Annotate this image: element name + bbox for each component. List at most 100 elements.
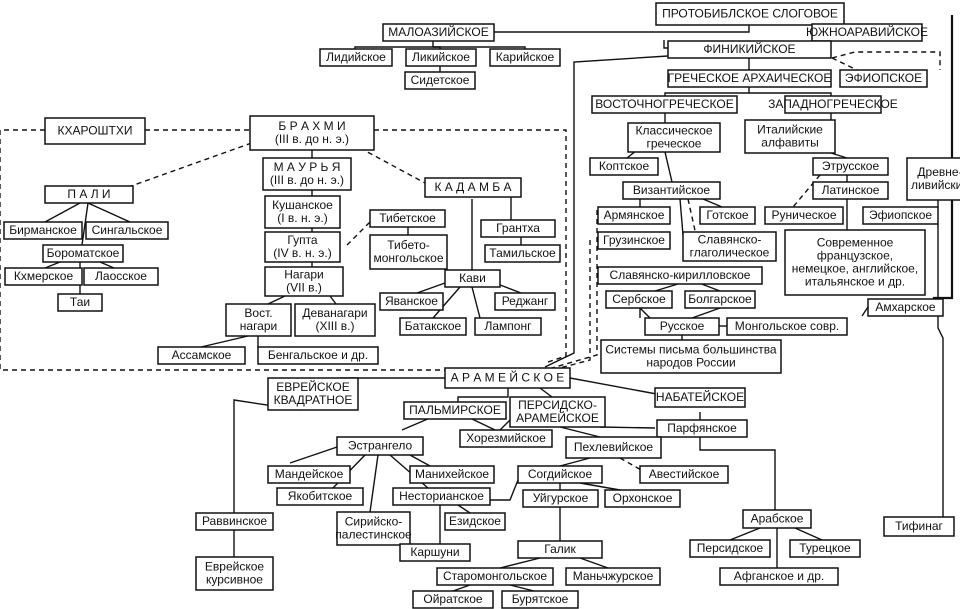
node-grantha: Грантха bbox=[480, 219, 556, 238]
node-persaram: ПЕРСИДСКО-АРАМЕЙСКОЕ bbox=[509, 396, 606, 428]
node-vostgr: ВОСТОЧНОГРЕЧЕСКОЕ bbox=[591, 95, 738, 114]
connector bbox=[0, 129, 445, 371]
node-box bbox=[474, 317, 542, 336]
node-tai: Таи bbox=[57, 293, 103, 312]
node-batak: Батакское bbox=[399, 317, 467, 336]
node-turetsk: Турецкое bbox=[789, 539, 861, 558]
node-maurya: М А У Р Ь Я(III в. до н. э.) bbox=[262, 157, 352, 191]
node-label: ПРОТОБИБЛСКОЕ СЛОГОВОЕ bbox=[662, 7, 838, 21]
node-box bbox=[276, 487, 364, 506]
node-label: Бенгальское и др. bbox=[268, 348, 368, 362]
node-label: глаголическое bbox=[690, 246, 770, 260]
node-box bbox=[494, 292, 556, 311]
connector bbox=[416, 282, 446, 294]
connector bbox=[639, 307, 651, 319]
node-box bbox=[589, 157, 659, 176]
node-label: Лаосское bbox=[95, 269, 147, 283]
connector bbox=[539, 387, 553, 398]
node-tibmong: Тибето-монгольское bbox=[369, 234, 448, 270]
connector bbox=[409, 454, 431, 467]
node-label: Каршуни bbox=[410, 545, 459, 559]
node-box bbox=[565, 567, 661, 586]
node-palmir: ПАЛЬМИРСКОЕ bbox=[403, 401, 507, 420]
node-box bbox=[667, 40, 832, 59]
connector bbox=[830, 152, 848, 159]
node-box bbox=[501, 590, 579, 609]
node-efiop1: ЭФИОПСКОЕ bbox=[839, 69, 928, 88]
node-label: Еврейское bbox=[205, 560, 264, 574]
connector bbox=[831, 51, 941, 70]
node-box bbox=[604, 489, 681, 508]
node-label: Древне- bbox=[917, 165, 960, 179]
node-box bbox=[480, 219, 556, 238]
node-kadamba: К А Д А М Б А bbox=[424, 177, 522, 198]
node-label: Сирийско- bbox=[345, 515, 403, 529]
node-amharsk: Амхарское bbox=[867, 298, 944, 317]
node-mongsovr: Монгольское совр. bbox=[726, 317, 848, 336]
connector bbox=[544, 210, 598, 371]
node-tamilsk: Тамильское bbox=[484, 244, 561, 263]
connector bbox=[346, 221, 371, 246]
node-box bbox=[667, 69, 832, 88]
node-assamsk: Ассамское bbox=[157, 346, 246, 365]
node-label: Карийское bbox=[496, 50, 555, 64]
node-birmansk: Бирманское bbox=[3, 221, 83, 240]
node-label: Авестийское bbox=[649, 467, 720, 481]
node-efiop2: Эфиопское bbox=[862, 206, 939, 225]
node-kushan: Кушанское(I в. н. э.) bbox=[264, 195, 341, 229]
node-oyratsk: Ойратское bbox=[412, 590, 494, 609]
node-latinsk: Латинское bbox=[812, 181, 889, 200]
node-box bbox=[689, 539, 771, 558]
node-label: Кави bbox=[459, 271, 486, 285]
node-etrussk: Этрусское bbox=[812, 157, 889, 176]
connector bbox=[354, 41, 434, 49]
node-label: Манихейское bbox=[415, 467, 489, 481]
node-label: Арабское bbox=[751, 512, 804, 526]
node-yuzhnoar: ЮЖНОАРАВИЙСКОЕ bbox=[806, 23, 928, 42]
connector bbox=[749, 92, 832, 96]
node-label: (IV в. н. э.) bbox=[273, 246, 331, 260]
node-label: Яванское bbox=[385, 294, 438, 308]
node-box bbox=[906, 157, 960, 201]
node-kavi: Кави bbox=[444, 269, 501, 288]
node-sidetskoe: Сидетское bbox=[404, 71, 476, 90]
connector bbox=[679, 198, 684, 236]
node-label: Болгарское bbox=[688, 292, 752, 306]
node-box bbox=[811, 23, 923, 42]
node-label: (VII в.) bbox=[286, 281, 322, 295]
connector bbox=[452, 584, 471, 592]
node-box bbox=[444, 269, 501, 288]
node-label: Тибето- bbox=[387, 238, 430, 252]
node-persidsk: Персидское bbox=[689, 539, 771, 558]
node-box bbox=[264, 231, 341, 263]
node-label: курсивное bbox=[206, 573, 263, 587]
node-box bbox=[409, 465, 495, 484]
node-box bbox=[744, 119, 836, 154]
node-ravvin: Раввинское bbox=[195, 512, 274, 531]
node-box bbox=[267, 377, 359, 411]
node-box bbox=[444, 512, 506, 531]
node-box bbox=[867, 298, 944, 317]
node-label: Монгольское совр. bbox=[735, 319, 839, 333]
node-label: Сербское bbox=[612, 292, 666, 306]
node-label: КВАДРАТНОЕ bbox=[274, 393, 353, 407]
node-box bbox=[597, 206, 671, 225]
node-box bbox=[436, 567, 554, 586]
node-redzhang: Реджанг bbox=[494, 292, 556, 311]
node-label: Кушанское bbox=[272, 198, 333, 212]
node-manihey: Манихейское bbox=[409, 465, 495, 484]
node-box bbox=[719, 567, 839, 586]
node-singalsk: Сингальское bbox=[85, 221, 169, 240]
node-label: Турецкое bbox=[799, 541, 851, 555]
connector bbox=[729, 527, 761, 541]
node-orhon: Орхонское bbox=[604, 489, 681, 508]
node-box bbox=[509, 396, 606, 428]
node-label: народов России bbox=[646, 356, 735, 370]
node-label: Славянско-кирилловское bbox=[610, 268, 751, 282]
node-box bbox=[597, 266, 763, 285]
node-label: ЗАПАДНОГРЕЧЕСКОЕ bbox=[768, 97, 898, 111]
node-label: итальянское и др. bbox=[805, 275, 905, 289]
node-label: Ойратское bbox=[423, 592, 483, 606]
node-label: Эстрангело bbox=[348, 439, 413, 453]
